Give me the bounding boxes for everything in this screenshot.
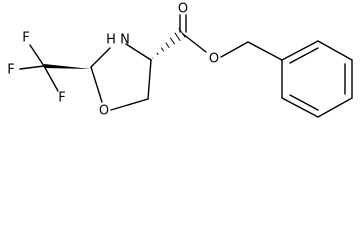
atom-o-ester: O — [209, 52, 219, 67]
atom-f1: F — [22, 31, 29, 46]
bond-carbonyl-oester — [182, 33, 207, 53]
atom-f3: F — [58, 91, 65, 106]
atom-o-carbonyl: O — [178, 2, 188, 17]
chemical-structure: F F F H N O O O — [7, 2, 353, 119]
bond-ch2-phenyl — [247, 41, 283, 61]
atom-f2: F — [7, 63, 14, 78]
bond-cf3-f1 — [29, 44, 45, 67]
hashed-wedge-c4-carbonyl — [152, 28, 186, 59]
bond-o1-c2 — [90, 66, 103, 103]
bond-n3-c4 — [125, 43, 152, 61]
bond-oester-ch2 — [220, 41, 249, 58]
atom-n-h: H N — [106, 33, 130, 48]
benzene-ring — [281, 40, 353, 118]
bond-cf3-f2 — [19, 65, 45, 70]
atom-o-ring: O — [99, 104, 109, 119]
bond-c4-c5 — [147, 59, 152, 100]
bond-c2-n3 — [90, 47, 111, 68]
wedge-bond-c2-cf3 — [44, 64, 91, 69]
bond-cf3-f3 — [43, 65, 59, 92]
bond-c5-o1 — [110, 98, 149, 111]
